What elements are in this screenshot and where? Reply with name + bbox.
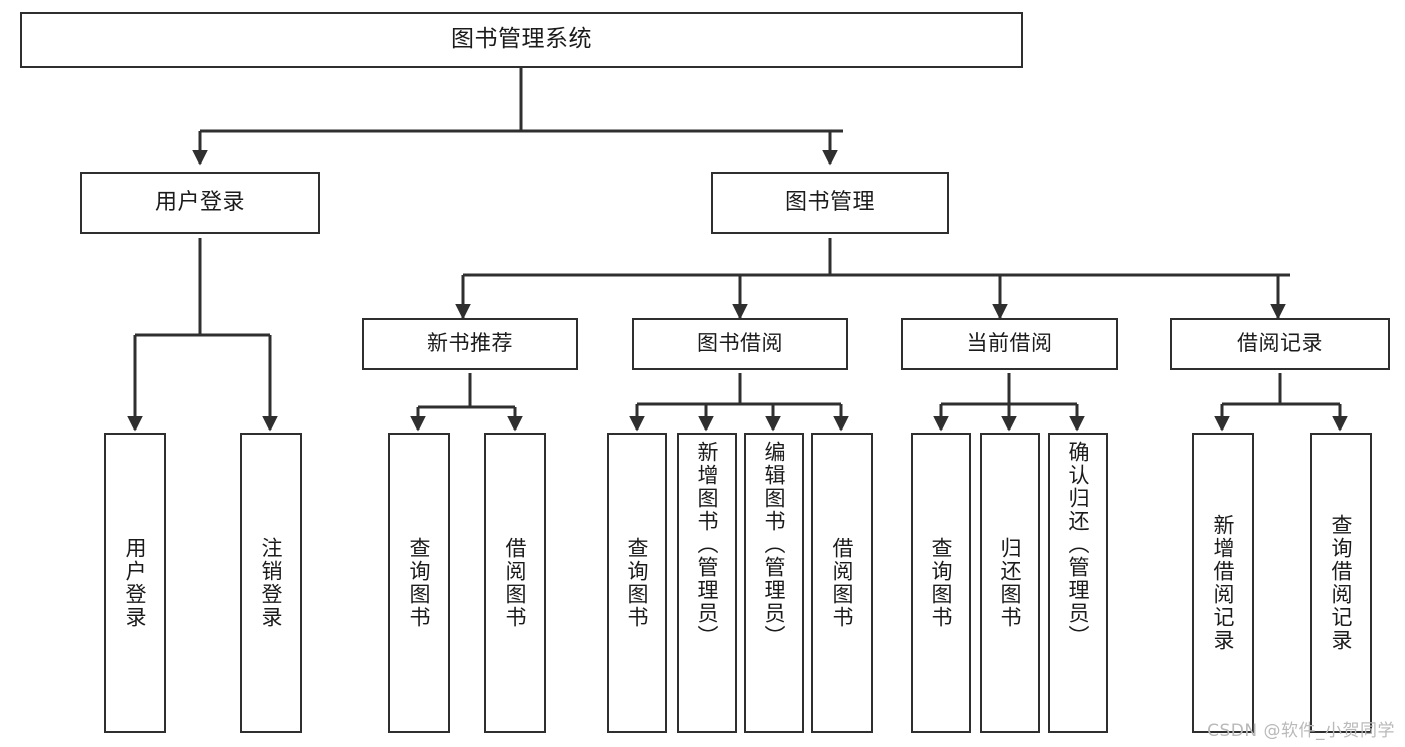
node-label: 借阅图书 <box>503 537 528 629</box>
node-leaf-add-book[interactable]: 新增图书（管理员） <box>677 433 737 733</box>
node-label: 用户登录 <box>123 537 148 629</box>
node-leaf-query-borrow-record[interactable]: 查询借阅记录 <box>1310 433 1372 733</box>
node-leaf-query-book-recommend[interactable]: 查询图书 <box>388 433 450 733</box>
node-leaf-borrow-book-recommend[interactable]: 借阅图书 <box>484 433 546 733</box>
node-label: 确认归还（管理员） <box>1066 441 1091 648</box>
node-label: 图书管理系统 <box>451 26 592 53</box>
node-borrow-record[interactable]: 借阅记录 <box>1170 318 1390 370</box>
node-label: 新增图书（管理员） <box>695 441 720 648</box>
node-leaf-borrow-book[interactable]: 借阅图书 <box>811 433 873 733</box>
node-leaf-query-book-borrow[interactable]: 查询图书 <box>607 433 667 733</box>
node-label: 图书管理 <box>784 189 875 215</box>
node-leaf-return-book[interactable]: 归还图书 <box>980 433 1040 733</box>
node-label: 新增借阅记录 <box>1211 514 1236 652</box>
node-label: 当前借阅 <box>966 331 1053 356</box>
node-book-borrow[interactable]: 图书借阅 <box>632 318 848 370</box>
node-root-system[interactable]: 图书管理系统 <box>20 12 1023 68</box>
watermark-text: CSDN @软件_小贺同学 <box>1207 721 1395 741</box>
node-label: 用户登录 <box>154 189 245 215</box>
node-label: 新书推荐 <box>427 331 513 356</box>
node-label: 查询图书 <box>407 537 432 629</box>
node-label: 图书借阅 <box>697 331 783 356</box>
node-leaf-confirm-return[interactable]: 确认归还（管理员） <box>1048 433 1108 733</box>
node-label: 查询图书 <box>625 537 650 629</box>
node-new-book-recommend[interactable]: 新书推荐 <box>362 318 578 370</box>
node-leaf-add-borrow-record[interactable]: 新增借阅记录 <box>1192 433 1254 733</box>
node-user-login[interactable]: 用户登录 <box>80 172 320 234</box>
node-label: 注销登录 <box>259 537 284 629</box>
node-current-borrow[interactable]: 当前借阅 <box>901 318 1118 370</box>
node-label: 查询图书 <box>929 537 954 629</box>
node-book-manage[interactable]: 图书管理 <box>711 172 949 234</box>
node-label: 借阅图书 <box>830 537 855 629</box>
node-leaf-user-login[interactable]: 用户登录 <box>104 433 166 733</box>
node-label: 借阅记录 <box>1237 331 1323 356</box>
node-label: 编辑图书（管理员） <box>762 441 787 648</box>
node-leaf-query-book-current[interactable]: 查询图书 <box>911 433 971 733</box>
node-label: 查询借阅记录 <box>1329 514 1354 652</box>
node-label: 归还图书 <box>998 537 1023 629</box>
node-leaf-logout[interactable]: 注销登录 <box>240 433 302 733</box>
node-leaf-edit-book[interactable]: 编辑图书（管理员） <box>744 433 804 733</box>
